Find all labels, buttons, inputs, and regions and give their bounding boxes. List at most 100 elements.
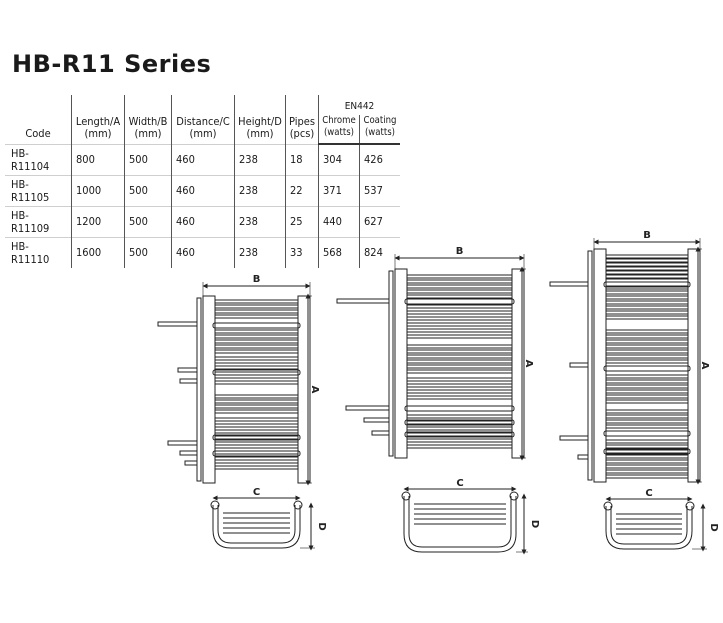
cell-pipes: 33	[285, 236, 319, 268]
cell-length: 1200	[71, 205, 125, 237]
rail-bar	[605, 270, 689, 275]
rail-bar	[406, 369, 513, 374]
rail-bar	[214, 429, 299, 434]
collector-bar	[603, 281, 691, 288]
rail-bar	[605, 419, 689, 424]
rail-bar	[605, 389, 689, 394]
connection-pipe	[577, 454, 589, 460]
cell-pipes: 25	[285, 205, 319, 237]
connection-pipe	[179, 378, 198, 384]
rail-bar	[406, 274, 513, 279]
cell-coating: 426	[359, 143, 400, 175]
collector-bar	[212, 322, 301, 329]
cell-chrome: 371	[318, 174, 360, 206]
header-height: Height/D(mm)	[234, 95, 286, 144]
rail-bar	[406, 420, 513, 425]
connection-pipe	[336, 298, 390, 304]
cell-distance: 460	[171, 236, 235, 268]
header-length: Length/A(mm)	[71, 95, 125, 144]
connection-pipe	[177, 367, 198, 373]
rail-bar	[214, 356, 299, 361]
connection-pipe	[179, 450, 198, 456]
fixing-point	[509, 491, 519, 501]
rail-bar	[605, 444, 689, 449]
cell-pipes: 18	[285, 143, 319, 175]
collector-bar	[404, 419, 515, 426]
rail-bar	[605, 262, 689, 267]
rail-bar	[214, 399, 299, 404]
dimension-d-label: D	[529, 520, 540, 528]
rail-bar	[605, 374, 689, 379]
dimension-b-label: B	[643, 230, 651, 241]
rail-bar	[214, 409, 299, 414]
side-profile-outer	[212, 505, 301, 549]
cell-length: 1600	[71, 236, 125, 268]
dimension-d-label: D	[316, 522, 327, 530]
rail-bar	[214, 299, 299, 304]
rail-bar	[214, 423, 299, 428]
collector-bar	[404, 298, 515, 305]
rail-bar	[406, 377, 513, 382]
rail-bar	[605, 469, 689, 474]
connection-pipe	[157, 321, 198, 327]
rail-bar	[605, 384, 689, 389]
collector-bar	[603, 448, 691, 455]
rail-bar	[406, 334, 513, 339]
rail-bar	[605, 310, 689, 315]
collector-bar	[212, 434, 301, 441]
collector-bar	[212, 369, 301, 376]
collector-bar	[212, 450, 301, 457]
spec-table: Code Length/A(mm) Width/B(mm) Distance/C…	[5, 95, 400, 268]
rail-bar	[605, 349, 689, 354]
connection-pipe	[371, 430, 390, 436]
radiator-side-view	[210, 495, 315, 551]
rail-bar	[214, 441, 299, 446]
rail-bar	[605, 295, 689, 300]
rail-bar	[406, 284, 513, 289]
mounting-rod	[388, 270, 394, 457]
cell-distance: 460	[171, 205, 235, 237]
rail-bar	[406, 426, 513, 431]
collector-bar	[603, 365, 691, 372]
radiator-front-view	[157, 282, 312, 486]
rail-bar	[214, 465, 299, 470]
rail-bar	[605, 329, 689, 334]
rail-bar	[605, 414, 689, 419]
rail-bar	[406, 322, 513, 327]
connection-pipe	[345, 405, 390, 411]
rail-bar	[605, 459, 689, 464]
header-width: Width/B(mm)	[124, 95, 172, 144]
fixing-point	[685, 501, 695, 511]
page-title: HB-R11 Series	[12, 50, 212, 78]
cell-chrome: 568	[318, 236, 360, 268]
rail-bar	[605, 394, 689, 399]
side-profile-outer	[403, 496, 517, 553]
dimension-a-label: A	[309, 386, 320, 394]
cell-width: 500	[124, 205, 172, 237]
rail-bar	[214, 362, 299, 367]
cell-height: 238	[234, 205, 286, 237]
cell-width: 500	[124, 236, 172, 268]
dimension-c-label: C	[456, 478, 463, 489]
rail-bar	[214, 459, 299, 464]
side-profile-inner	[217, 505, 296, 544]
rail-bar	[406, 364, 513, 369]
cell-coating: 627	[359, 205, 400, 237]
rail-bar	[406, 304, 513, 309]
rail-bar	[406, 444, 513, 449]
rail-bar	[605, 379, 689, 384]
cell-width: 500	[124, 143, 172, 175]
rail-bar	[605, 354, 689, 359]
rail-bar	[406, 432, 513, 437]
rail-bar	[214, 314, 299, 319]
dimension-a-label: A	[699, 362, 710, 370]
collector-bar	[603, 430, 691, 437]
rail-bar	[406, 438, 513, 443]
cell-coating: 824	[359, 236, 400, 268]
rail-bar	[214, 349, 299, 354]
rail-bar	[605, 344, 689, 349]
dimension-d-label: D	[708, 523, 719, 531]
